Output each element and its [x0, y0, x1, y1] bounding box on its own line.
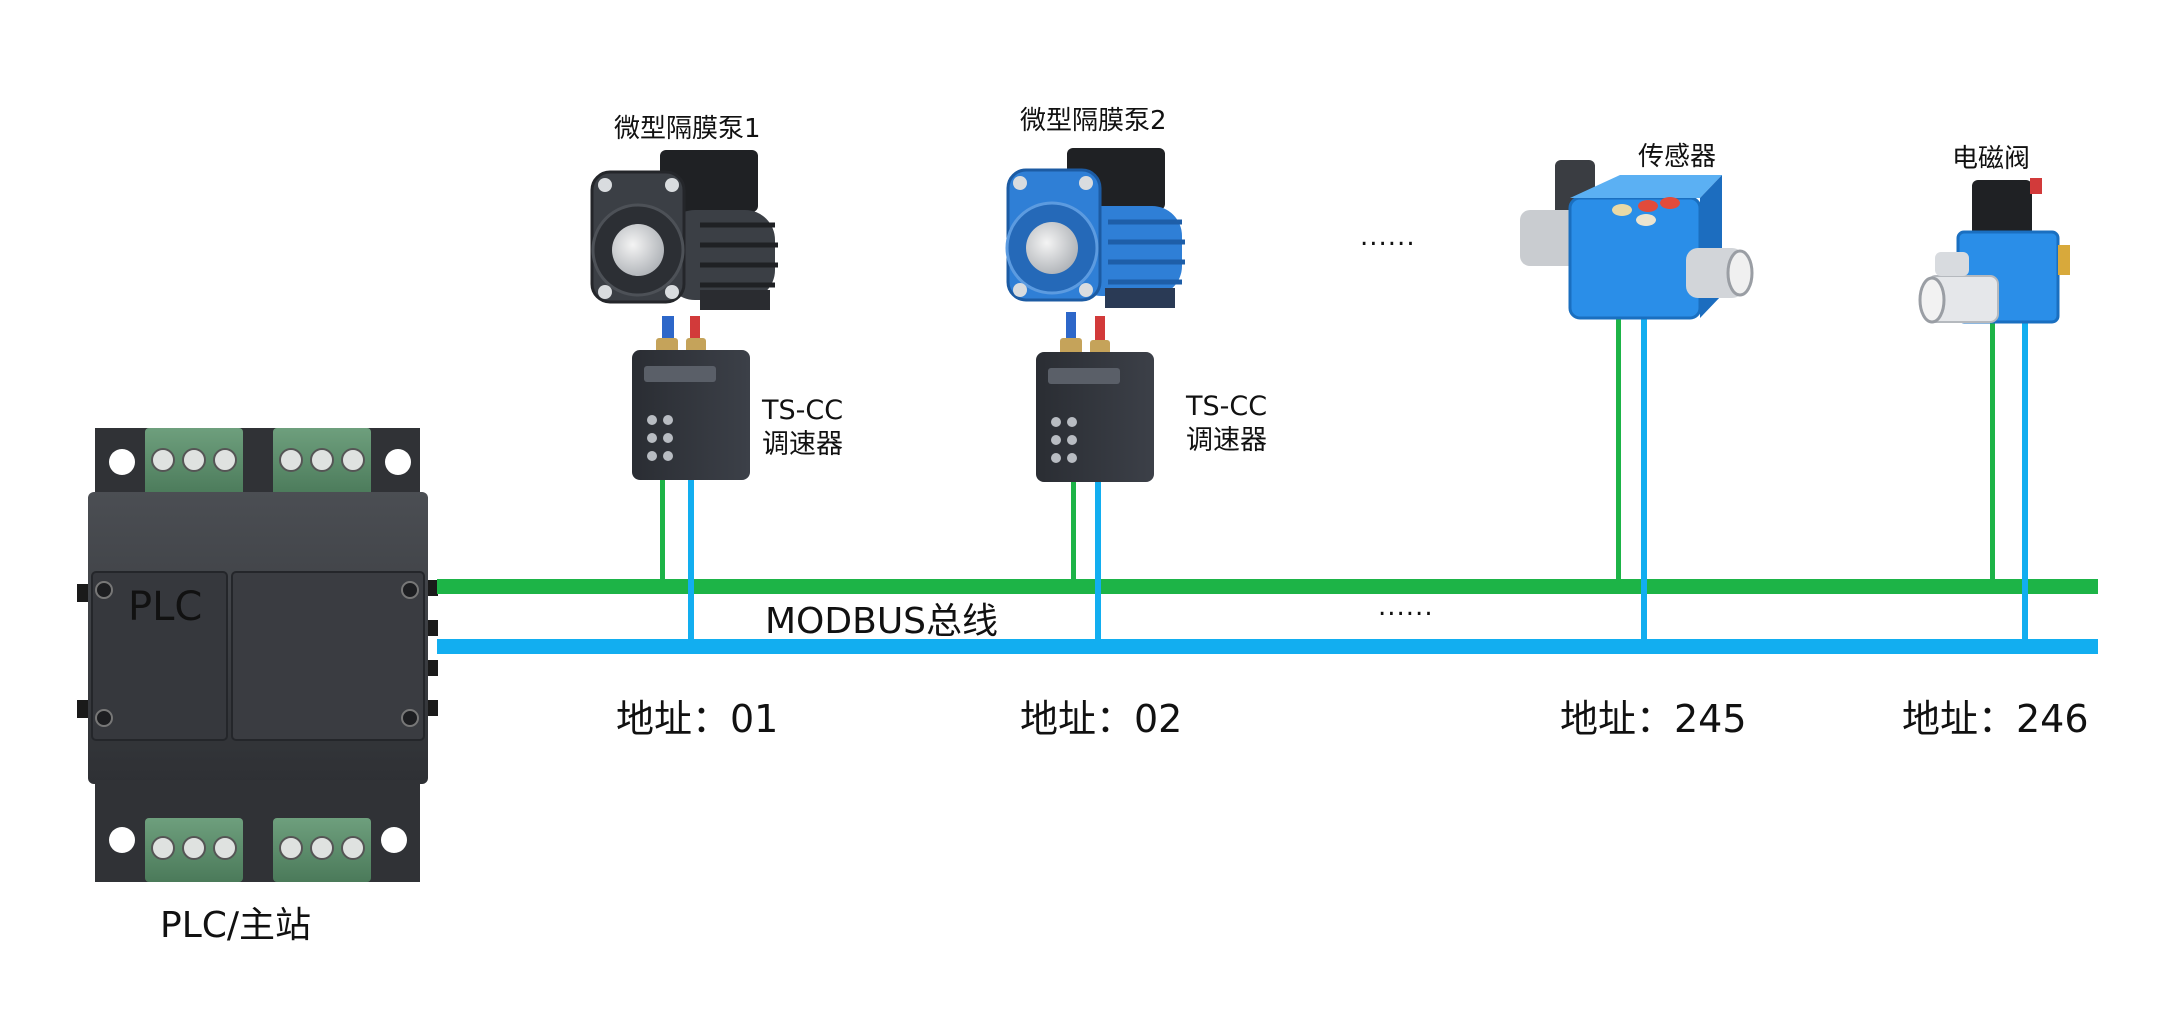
- ellipsis-devices: ......: [1360, 222, 1416, 252]
- plc-bottom-rail: [95, 780, 420, 882]
- drop-green-pump1: [660, 472, 665, 586]
- drop-green-pump2: [1071, 474, 1076, 586]
- controller-2-type: 调速器: [1186, 425, 1267, 456]
- valve-name: 电磁阀: [1952, 144, 2031, 174]
- controller-1-model: TS-CC: [762, 395, 844, 426]
- plc-caption: PLC/主站: [160, 905, 312, 946]
- plc-side-clip: [77, 700, 88, 718]
- drop-blue-pump1: [688, 472, 694, 646]
- plc-top-rail: [95, 428, 420, 500]
- drop-green-sensor: [1616, 300, 1621, 586]
- address-sensor: 地址：245: [1560, 697, 1747, 741]
- plc-left-panel: [91, 571, 228, 741]
- bus-line-blue: [437, 639, 2098, 654]
- pump1-icon: [590, 150, 778, 310]
- drop-green-valve: [1990, 308, 1995, 586]
- bus-label: MODBUS总线: [765, 601, 999, 642]
- controller-2-label: TS-CC 调速器: [1186, 390, 1267, 458]
- bus-line-green: [437, 579, 2098, 594]
- plc-mount-hole: [109, 449, 135, 475]
- solenoid-valve-icon: [1918, 178, 2070, 324]
- plc-right-panel: [231, 571, 425, 741]
- address-pump2: 地址：02: [1020, 697, 1183, 741]
- plc-label: PLC: [128, 584, 203, 630]
- plc-mount-hole: [381, 827, 407, 853]
- drop-blue-valve: [2022, 312, 2028, 646]
- address-valve: 地址：246: [1902, 697, 2089, 741]
- plc-device: [77, 428, 438, 882]
- controller-2-model: TS-CC: [1186, 391, 1268, 422]
- plc-screws-bottom: [151, 836, 365, 860]
- ts-cc-controller-2: [1036, 312, 1154, 482]
- plc-panel-screws: [95, 581, 419, 727]
- plc-mount-hole: [109, 827, 135, 853]
- modbus-bus: [437, 300, 2098, 654]
- sensor-icon: [1520, 160, 1754, 320]
- controller-1-type: 调速器: [762, 429, 843, 460]
- pump2-icon: [1005, 148, 1185, 308]
- pump2-name: 微型隔膜泵2: [1020, 106, 1167, 136]
- controller-1-label: TS-CC 调速器: [762, 394, 843, 462]
- address-pump1: 地址：01: [616, 697, 779, 741]
- drop-blue-pump2: [1095, 474, 1101, 646]
- sensor-name: 传感器: [1638, 142, 1717, 172]
- plc-screws-top: [151, 448, 365, 472]
- ts-cc-controller-1: [632, 316, 750, 480]
- plc-mount-hole: [385, 449, 411, 475]
- plc-side-clip: [77, 584, 88, 602]
- ellipsis-bus: ......: [1378, 592, 1434, 622]
- pump1-name: 微型隔膜泵1: [614, 114, 761, 144]
- drop-blue-sensor: [1641, 310, 1647, 646]
